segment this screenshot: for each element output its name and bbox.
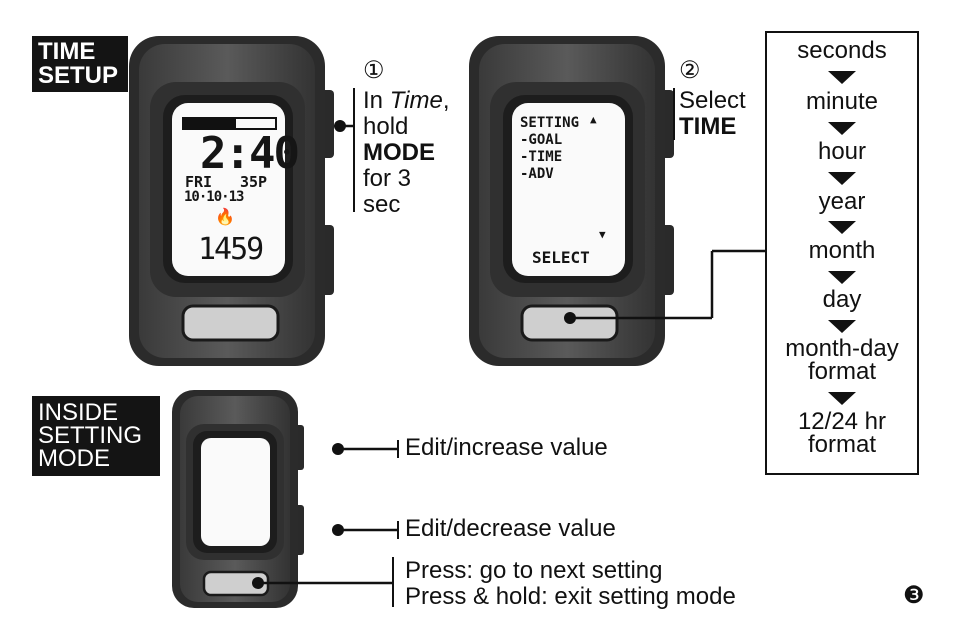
label-increase: Edit/increase value [405, 434, 608, 461]
watch-2-screen [512, 103, 625, 276]
watch-1 [129, 36, 334, 366]
step-2-line1: Select [679, 87, 746, 114]
watch-2-select: SELECT [532, 248, 590, 267]
sequence-12-24-format: 12/24 hr format [797, 408, 887, 458]
watch-1-day: FRI [185, 173, 213, 191]
watch-1-screen [172, 103, 285, 276]
watch-1-bottom-button [181, 304, 280, 342]
step-1-mode: MODE [363, 139, 435, 166]
label-hold: Press & hold: exit setting mode [405, 583, 736, 610]
sequence-day: day [822, 286, 862, 313]
watch-1-temp: 35P [240, 173, 268, 191]
sequence-month: month [808, 237, 876, 264]
up-arrow-icon: ▲ [590, 113, 597, 126]
arrow-down-icon [828, 221, 856, 234]
page-number: ❸ [903, 582, 925, 609]
inside-line2: SETTING [38, 422, 143, 449]
sequence-year: year [818, 188, 866, 215]
flame-icon: 🔥 [215, 207, 235, 226]
watch-2-menu-title: SETTING [520, 115, 580, 131]
sequence-minute: minute [805, 88, 879, 115]
step-1-line5: sec [363, 191, 401, 218]
watch-1-date: 10·10·13 [184, 189, 244, 205]
watch-2 [469, 36, 674, 366]
step-1-line1: In Time, [363, 87, 450, 114]
time-setup-line2: SETUP [38, 62, 119, 89]
step-2-time: TIME [679, 113, 737, 140]
watch-2-item-adv: -ADV [520, 166, 554, 182]
step-1-number: ① [363, 57, 385, 84]
watch-2-item-time: -TIME [520, 149, 563, 165]
inside-line1: INSIDE [38, 399, 119, 426]
inside-setting-title: INSIDE SETTING MODE [32, 396, 160, 476]
arrow-down-icon [828, 71, 856, 84]
watch-1-time: 2:40 [200, 128, 300, 179]
step-1-line2: hold [363, 113, 409, 140]
sequence-month-day-format: month-day format [785, 335, 899, 385]
label-press: Press: go to next setting [405, 557, 663, 584]
sequence-seconds: seconds [797, 37, 887, 64]
inside-line3: MODE [38, 445, 110, 472]
sequence-hour: hour [817, 138, 867, 165]
arrow-down-icon [828, 320, 856, 333]
watch-3 [172, 390, 304, 608]
time-setup-title: TIME SETUP [32, 36, 128, 92]
watch-3-screen [201, 438, 270, 546]
arrow-down-icon [828, 271, 856, 284]
step-1-line4: for 3 [363, 165, 412, 192]
arrow-down-icon [828, 122, 856, 135]
down-arrow-icon: ▼ [599, 228, 606, 241]
label-decrease: Edit/decrease value [405, 515, 616, 542]
watch-1-calories: 1459 [198, 232, 264, 267]
time-setup-line1: TIME [38, 38, 96, 65]
setting-sequence-box: seconds minute hour year month day month… [765, 31, 919, 475]
step-2-number: ② [679, 57, 701, 84]
arrow-down-icon [828, 172, 856, 185]
arrow-down-icon [828, 392, 856, 405]
watch-2-item-goal: -GOAL [520, 132, 563, 148]
